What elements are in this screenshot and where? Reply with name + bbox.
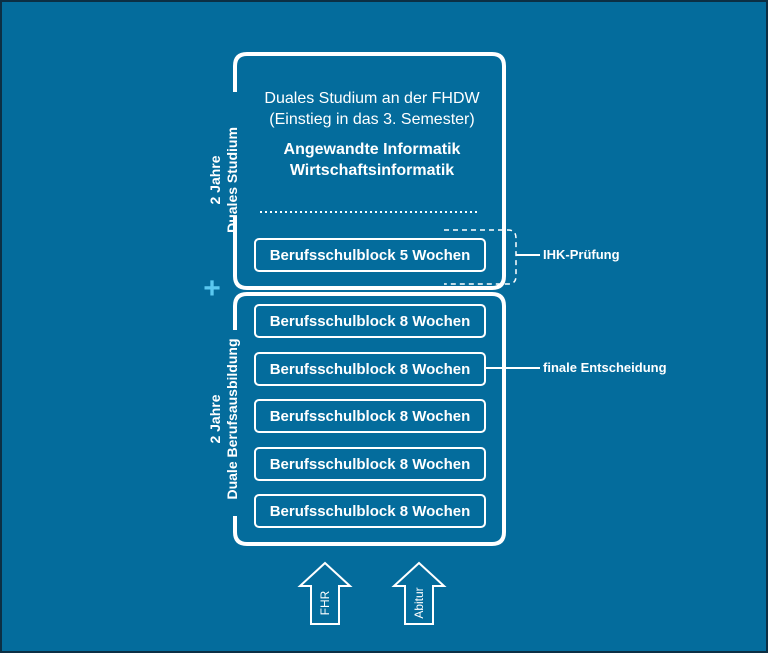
subject-business-informatics: Wirtschaftsinformatik <box>289 162 455 179</box>
exam-bracket <box>444 229 517 285</box>
exam-note: IHK-Prüfung <box>543 247 620 262</box>
decision-note: finale Entscheidung <box>543 360 667 375</box>
fhr-arrow-shape <box>297 561 353 625</box>
side-label-vocational-training-line1: 2 Jahre <box>207 394 223 444</box>
school-block-8-weeks-1: Berufsschulblock 8 Wochen <box>254 304 486 338</box>
side-label-dual-study-line2: Duales Studium <box>224 127 240 233</box>
side-label-dual-study-line1: 2 Jahre <box>207 155 223 205</box>
abitur-arrow-shape <box>391 561 447 625</box>
school-block-8-weeks-4: Berufsschulblock 8 Wochen <box>254 447 486 481</box>
subject-applied-informatics: Angewandte Informatik <box>283 141 461 158</box>
school-block-5-weeks: Berufsschulblock 5 Wochen <box>254 238 486 272</box>
abitur-arrow-label: Abitur <box>412 587 426 619</box>
top-box-title-line1: Duales Studium an der FHDW <box>264 90 480 107</box>
school-block-8-weeks-5: Berufsschulblock 8 Wochen <box>254 494 486 528</box>
school-block-8-weeks-3: Berufsschulblock 8 Wochen <box>254 399 486 433</box>
side-label-vocational-training: 2 Jahre Duale Berufsausbildung <box>207 338 241 499</box>
side-label-dual-study: 2 Jahre Duales Studium <box>207 127 241 233</box>
school-block-8-weeks-2: Berufsschulblock 8 Wochen <box>254 352 486 386</box>
bottom-box-outline <box>233 292 506 546</box>
top-box-outline <box>233 52 506 290</box>
fhr-arrow-label: FHR <box>318 590 332 616</box>
plus-icon: + <box>203 272 221 305</box>
top-box-title-line2: (Einstieg in das 3. Semester) <box>269 111 475 128</box>
side-label-vocational-training-line2: Duale Berufsausbildung <box>224 338 240 500</box>
